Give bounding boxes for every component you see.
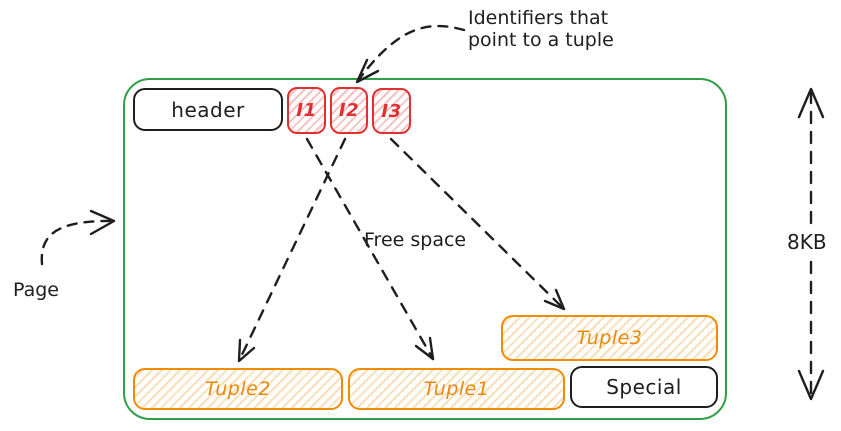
identifiers-note-line2: point to a tuple — [468, 29, 614, 51]
arrow-8kb-top-head — [797, 87, 825, 119]
tuple-box-3: Tuple3 — [501, 315, 718, 361]
identifiers-note-line1: Identifiers that — [468, 7, 609, 29]
tuple-box-2: Tuple2 — [133, 368, 343, 410]
identifier-i1-label: I1 — [296, 100, 317, 121]
tuple1-label: Tuple1 — [423, 378, 490, 400]
identifiers-note: Identifiers that point to a tuple — [468, 7, 614, 51]
special-label: Special — [606, 375, 682, 399]
identifier-i2-label: I2 — [338, 100, 360, 121]
tuple2-label: Tuple2 — [205, 378, 271, 400]
arrow-8kb-bottom-head — [797, 369, 825, 401]
arrow-page-pointer-head — [89, 209, 116, 236]
arrow-note-to-i2 — [355, 24, 466, 84]
identifier-i3-label: I3 — [381, 100, 402, 122]
header-label: header — [171, 97, 245, 122]
page-size-label: 8KB — [784, 231, 830, 253]
arrow-page-pointer — [40, 219, 115, 266]
tuple3-label: Tuple3 — [576, 327, 643, 349]
identifier-box-i1: I1 — [287, 87, 326, 134]
tuple-box-1: Tuple1 — [348, 368, 565, 410]
identifier-box-i2: I2 — [330, 87, 368, 134]
page-pointer-label: Page — [13, 279, 59, 301]
free-space-label: Free space — [364, 229, 467, 251]
special-box: Special — [570, 366, 718, 408]
header-box: header — [133, 88, 283, 131]
identifier-box-i3: I3 — [372, 88, 411, 134]
